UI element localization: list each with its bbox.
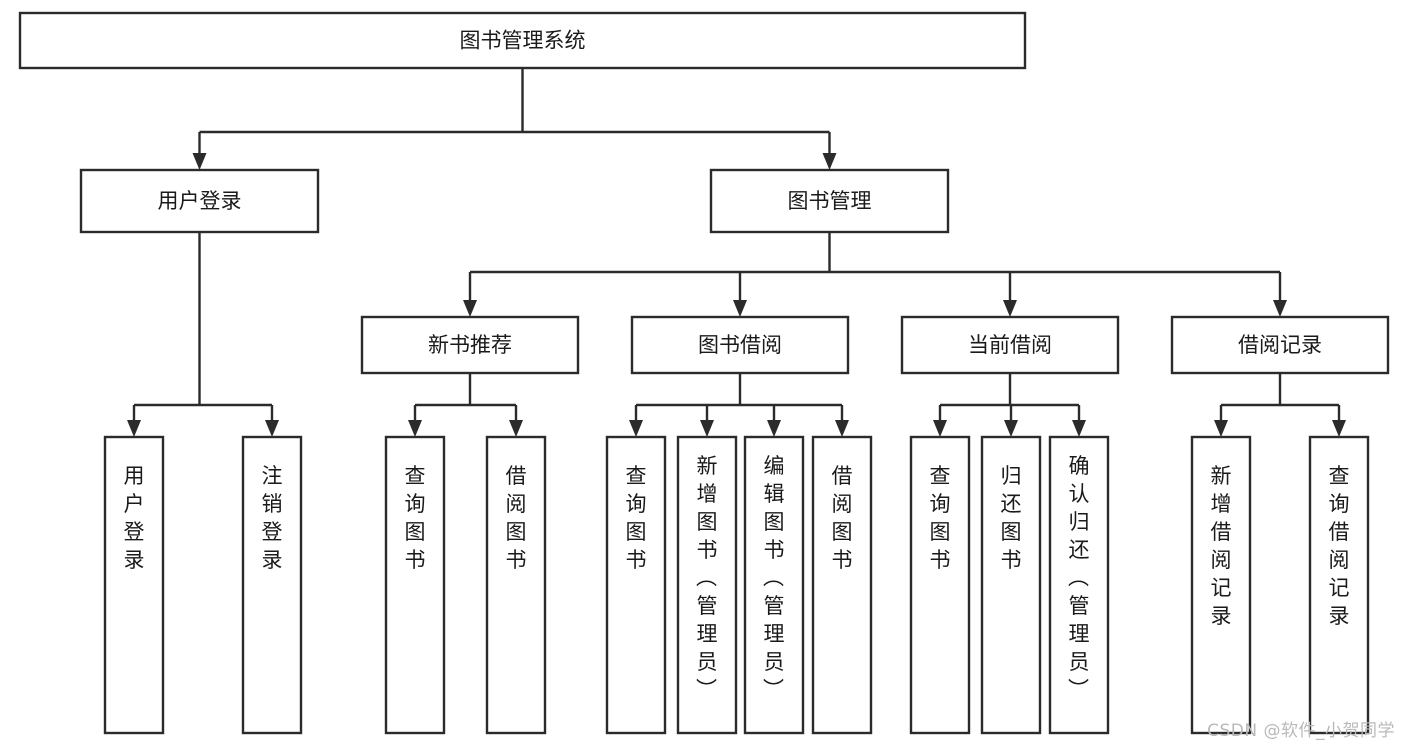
node-leaf-7[interactable]: 借阅图书 bbox=[811, 435, 873, 735]
node-box-rect bbox=[630, 315, 850, 375]
node-box-rect bbox=[1308, 435, 1370, 735]
node-label: 注销登录 bbox=[262, 464, 283, 572]
node-label: 借阅图书 bbox=[832, 464, 853, 572]
node-label: 当前借阅 bbox=[968, 333, 1052, 357]
node-box-rect bbox=[485, 435, 547, 735]
arrow-head-icon bbox=[509, 420, 523, 437]
node-box-rect bbox=[605, 435, 667, 735]
arrow-head-icon bbox=[835, 420, 849, 437]
node-box-rect bbox=[103, 435, 165, 735]
node-box-rect bbox=[241, 435, 303, 735]
node-label: 图书管理系统 bbox=[460, 29, 586, 53]
node-label: 借阅图书 bbox=[506, 464, 527, 572]
node-boxes: 图书管理系统用户登录图书管理新书推荐图书借阅当前借阅借阅记录用户登录注销登录查询… bbox=[18, 11, 1390, 735]
node-box-rect bbox=[709, 168, 950, 234]
arrow-head-icon bbox=[1332, 420, 1346, 437]
connector-lines bbox=[127, 68, 1346, 437]
arrow-head-icon bbox=[933, 420, 947, 437]
node-label: 新书推荐 bbox=[428, 333, 512, 357]
node-level1-0[interactable]: 用户登录 bbox=[79, 168, 320, 234]
node-box-rect bbox=[1048, 435, 1110, 735]
node-leaf-0[interactable]: 用户登录 bbox=[103, 435, 165, 735]
arrow-head-icon bbox=[1214, 420, 1228, 437]
node-level1-1[interactable]: 图书管理 bbox=[709, 168, 950, 234]
node-label: 查询图书 bbox=[930, 464, 951, 572]
node-leaf-11[interactable]: 新增借阅记录 bbox=[1190, 435, 1252, 735]
node-leaf-10[interactable]: 确认归还（管理员） bbox=[1048, 435, 1110, 735]
node-label: 归还图书 bbox=[1001, 464, 1022, 572]
node-label: 确认归还（管理员） bbox=[1068, 454, 1090, 702]
node-box-rect bbox=[676, 435, 738, 735]
csdn-watermark: CSDN @软件_小贺同学 bbox=[1207, 721, 1395, 741]
node-leaf-1[interactable]: 注销登录 bbox=[241, 435, 303, 735]
node-box-rect bbox=[909, 435, 971, 735]
node-label: 新增图书（管理员） bbox=[696, 454, 718, 702]
arrow-head-icon bbox=[1003, 300, 1017, 317]
node-box-rect bbox=[1190, 435, 1252, 735]
arrow-head-icon bbox=[1072, 420, 1086, 437]
arrow-head-icon bbox=[1004, 420, 1018, 437]
arrow-head-icon bbox=[767, 420, 781, 437]
node-label: 图书借阅 bbox=[698, 333, 782, 357]
node-box-rect bbox=[900, 315, 1120, 375]
arrow-head-icon bbox=[822, 153, 837, 170]
node-box-rect bbox=[811, 435, 873, 735]
node-leaf-5[interactable]: 新增图书（管理员） bbox=[676, 435, 738, 735]
node-leaf-3[interactable]: 借阅图书 bbox=[485, 435, 547, 735]
node-box-rect bbox=[743, 435, 805, 735]
arrow-head-icon bbox=[1273, 300, 1287, 317]
node-box-rect bbox=[18, 11, 1027, 70]
node-label: 用户登录 bbox=[124, 464, 145, 572]
node-box-rect bbox=[360, 315, 580, 375]
node-box-rect bbox=[79, 168, 320, 234]
node-box-rect bbox=[980, 435, 1042, 735]
arrow-head-icon bbox=[192, 153, 207, 170]
arrow-head-icon bbox=[700, 420, 714, 437]
arrow-head-icon bbox=[408, 420, 422, 437]
node-box-rect bbox=[1170, 315, 1390, 375]
node-level2-0[interactable]: 新书推荐 bbox=[360, 315, 580, 375]
node-label: 新增借阅记录 bbox=[1211, 464, 1232, 628]
node-root[interactable]: 图书管理系统 bbox=[18, 11, 1027, 70]
node-leaf-9[interactable]: 归还图书 bbox=[980, 435, 1042, 735]
arrow-head-icon bbox=[463, 300, 477, 317]
node-label: 用户登录 bbox=[158, 189, 242, 213]
arrow-head-icon bbox=[733, 300, 747, 317]
node-leaf-12[interactable]: 查询借阅记录 bbox=[1308, 435, 1370, 735]
node-leaf-8[interactable]: 查询图书 bbox=[909, 435, 971, 735]
node-level2-2[interactable]: 当前借阅 bbox=[900, 315, 1120, 375]
arrow-head-icon bbox=[629, 420, 643, 437]
arrow-head-icon bbox=[127, 420, 141, 437]
node-box-rect bbox=[384, 435, 446, 735]
node-leaf-6[interactable]: 编辑图书（管理员） bbox=[743, 435, 805, 735]
node-label: 查询图书 bbox=[405, 464, 426, 572]
node-level2-1[interactable]: 图书借阅 bbox=[630, 315, 850, 375]
node-label: 编辑图书（管理员） bbox=[763, 454, 785, 702]
node-label: 借阅记录 bbox=[1238, 333, 1322, 357]
node-label: 图书管理 bbox=[788, 189, 872, 213]
node-label: 查询图书 bbox=[626, 464, 647, 572]
node-leaf-4[interactable]: 查询图书 bbox=[605, 435, 667, 735]
arrow-head-icon bbox=[265, 420, 279, 437]
node-leaf-2[interactable]: 查询图书 bbox=[384, 435, 446, 735]
node-level2-3[interactable]: 借阅记录 bbox=[1170, 315, 1390, 375]
node-label: 查询借阅记录 bbox=[1329, 464, 1350, 628]
